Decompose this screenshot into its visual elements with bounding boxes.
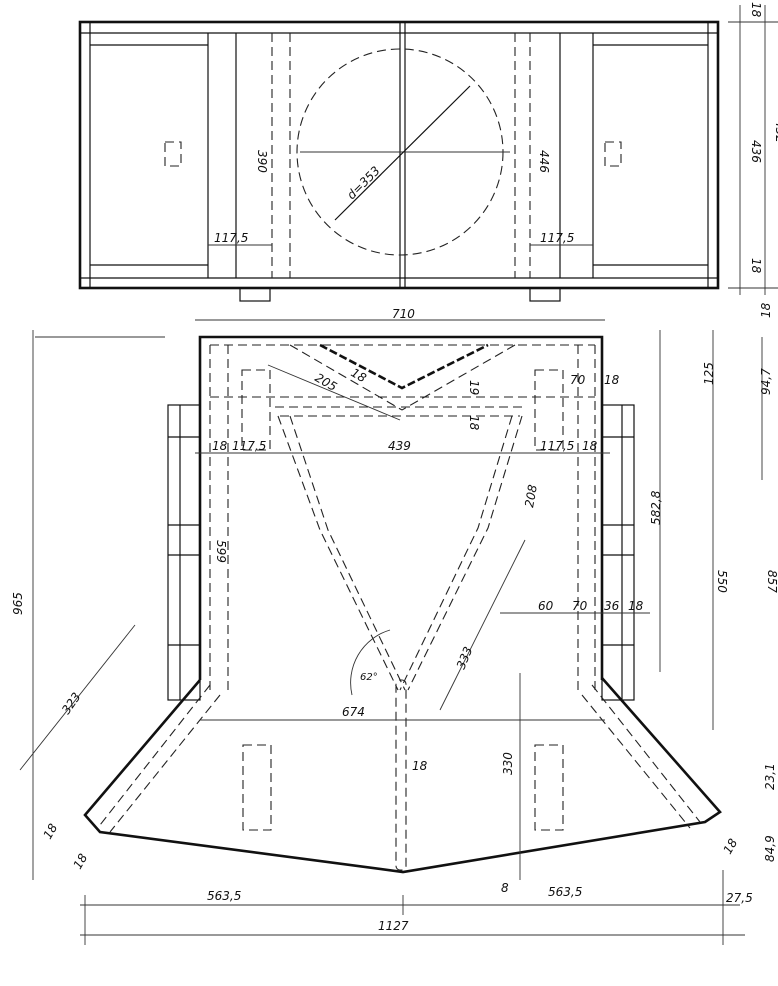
dim-330: 330 xyxy=(501,752,515,775)
dim-205: 205 xyxy=(313,370,340,394)
dim-582-8: 582,8 xyxy=(649,490,663,525)
dim-563-5-right: 563,5 xyxy=(548,885,582,899)
dim-436: 436 xyxy=(749,140,763,163)
dim-208: 208 xyxy=(522,483,540,508)
dim-125: 125 xyxy=(702,362,716,385)
dim-18-wing-2: 18 xyxy=(70,851,90,872)
dim-70-top: 70 xyxy=(570,373,586,387)
dim-18-side: 18 xyxy=(628,599,644,613)
dim-36: 36 xyxy=(604,599,620,613)
dim-439: 439 xyxy=(388,439,411,453)
angle-62: 62° xyxy=(360,672,378,683)
dim-70: 70 xyxy=(572,599,588,613)
dim-18-upper: 18 xyxy=(759,302,773,318)
dim-117-5-l: 117,5 xyxy=(232,439,266,453)
dim-18-divider: 18 xyxy=(412,759,428,773)
dim-857: 857 xyxy=(765,570,778,593)
top-view: 390 446 117,5 117,5 d=353 18 436 432 18 xyxy=(78,2,778,302)
dim-446: 446 xyxy=(537,150,551,173)
dim-84-9: 84,9 xyxy=(763,835,777,862)
v-baffle xyxy=(319,343,489,390)
center-divider xyxy=(395,679,407,871)
dim-8: 8 xyxy=(501,881,509,895)
dim-23-1: 23,1 xyxy=(763,763,777,790)
right-side-stack xyxy=(601,404,635,701)
dim-117-5-left: 117,5 xyxy=(214,231,248,245)
dim-1127: 1127 xyxy=(378,919,409,933)
dim-18-top: 18 xyxy=(749,2,763,18)
dim-674: 674 xyxy=(342,705,365,719)
dim-117-5-r: 117,5 xyxy=(540,439,574,453)
dim-18-right: 18 xyxy=(582,439,598,453)
dim-117-5-right: 117,5 xyxy=(540,231,574,245)
dim-965: 965 xyxy=(11,592,25,615)
dim-550: 550 xyxy=(715,570,729,593)
dim-18-wing-right: 18 xyxy=(720,836,740,857)
dim-432: 432 xyxy=(773,120,778,143)
dim-390: 390 xyxy=(255,150,269,173)
dim-599: 599 xyxy=(214,540,228,563)
angle-arc xyxy=(350,629,391,696)
diameter-line xyxy=(334,85,471,221)
dim-18-baffle: 18 xyxy=(349,365,370,385)
dim-710: 710 xyxy=(392,307,415,321)
dim-18-bottom: 18 xyxy=(749,258,763,274)
dim-94-7: 94,7 xyxy=(759,368,773,395)
dim-18-shelf: 18 xyxy=(467,415,481,431)
dim-27-5: 27,5 xyxy=(726,891,753,905)
dim-60: 60 xyxy=(538,599,554,613)
dim-18-left: 18 xyxy=(212,439,228,453)
left-side-stack xyxy=(167,404,201,701)
dim-19: 19 xyxy=(467,380,481,395)
dim-18-wing-1: 18 xyxy=(40,821,60,842)
top-view-outline xyxy=(78,20,720,290)
dim-563-5-left: 563,5 xyxy=(207,889,241,903)
dim-18-top-right: 18 xyxy=(604,373,620,387)
dim-diameter: d=353 xyxy=(344,164,383,203)
dim-333: 333 xyxy=(454,645,476,671)
front-view: 710 205 18 19 18 70 18 125 94,7 18 18 11… xyxy=(11,302,778,945)
bottom-wing-outline xyxy=(83,677,722,874)
